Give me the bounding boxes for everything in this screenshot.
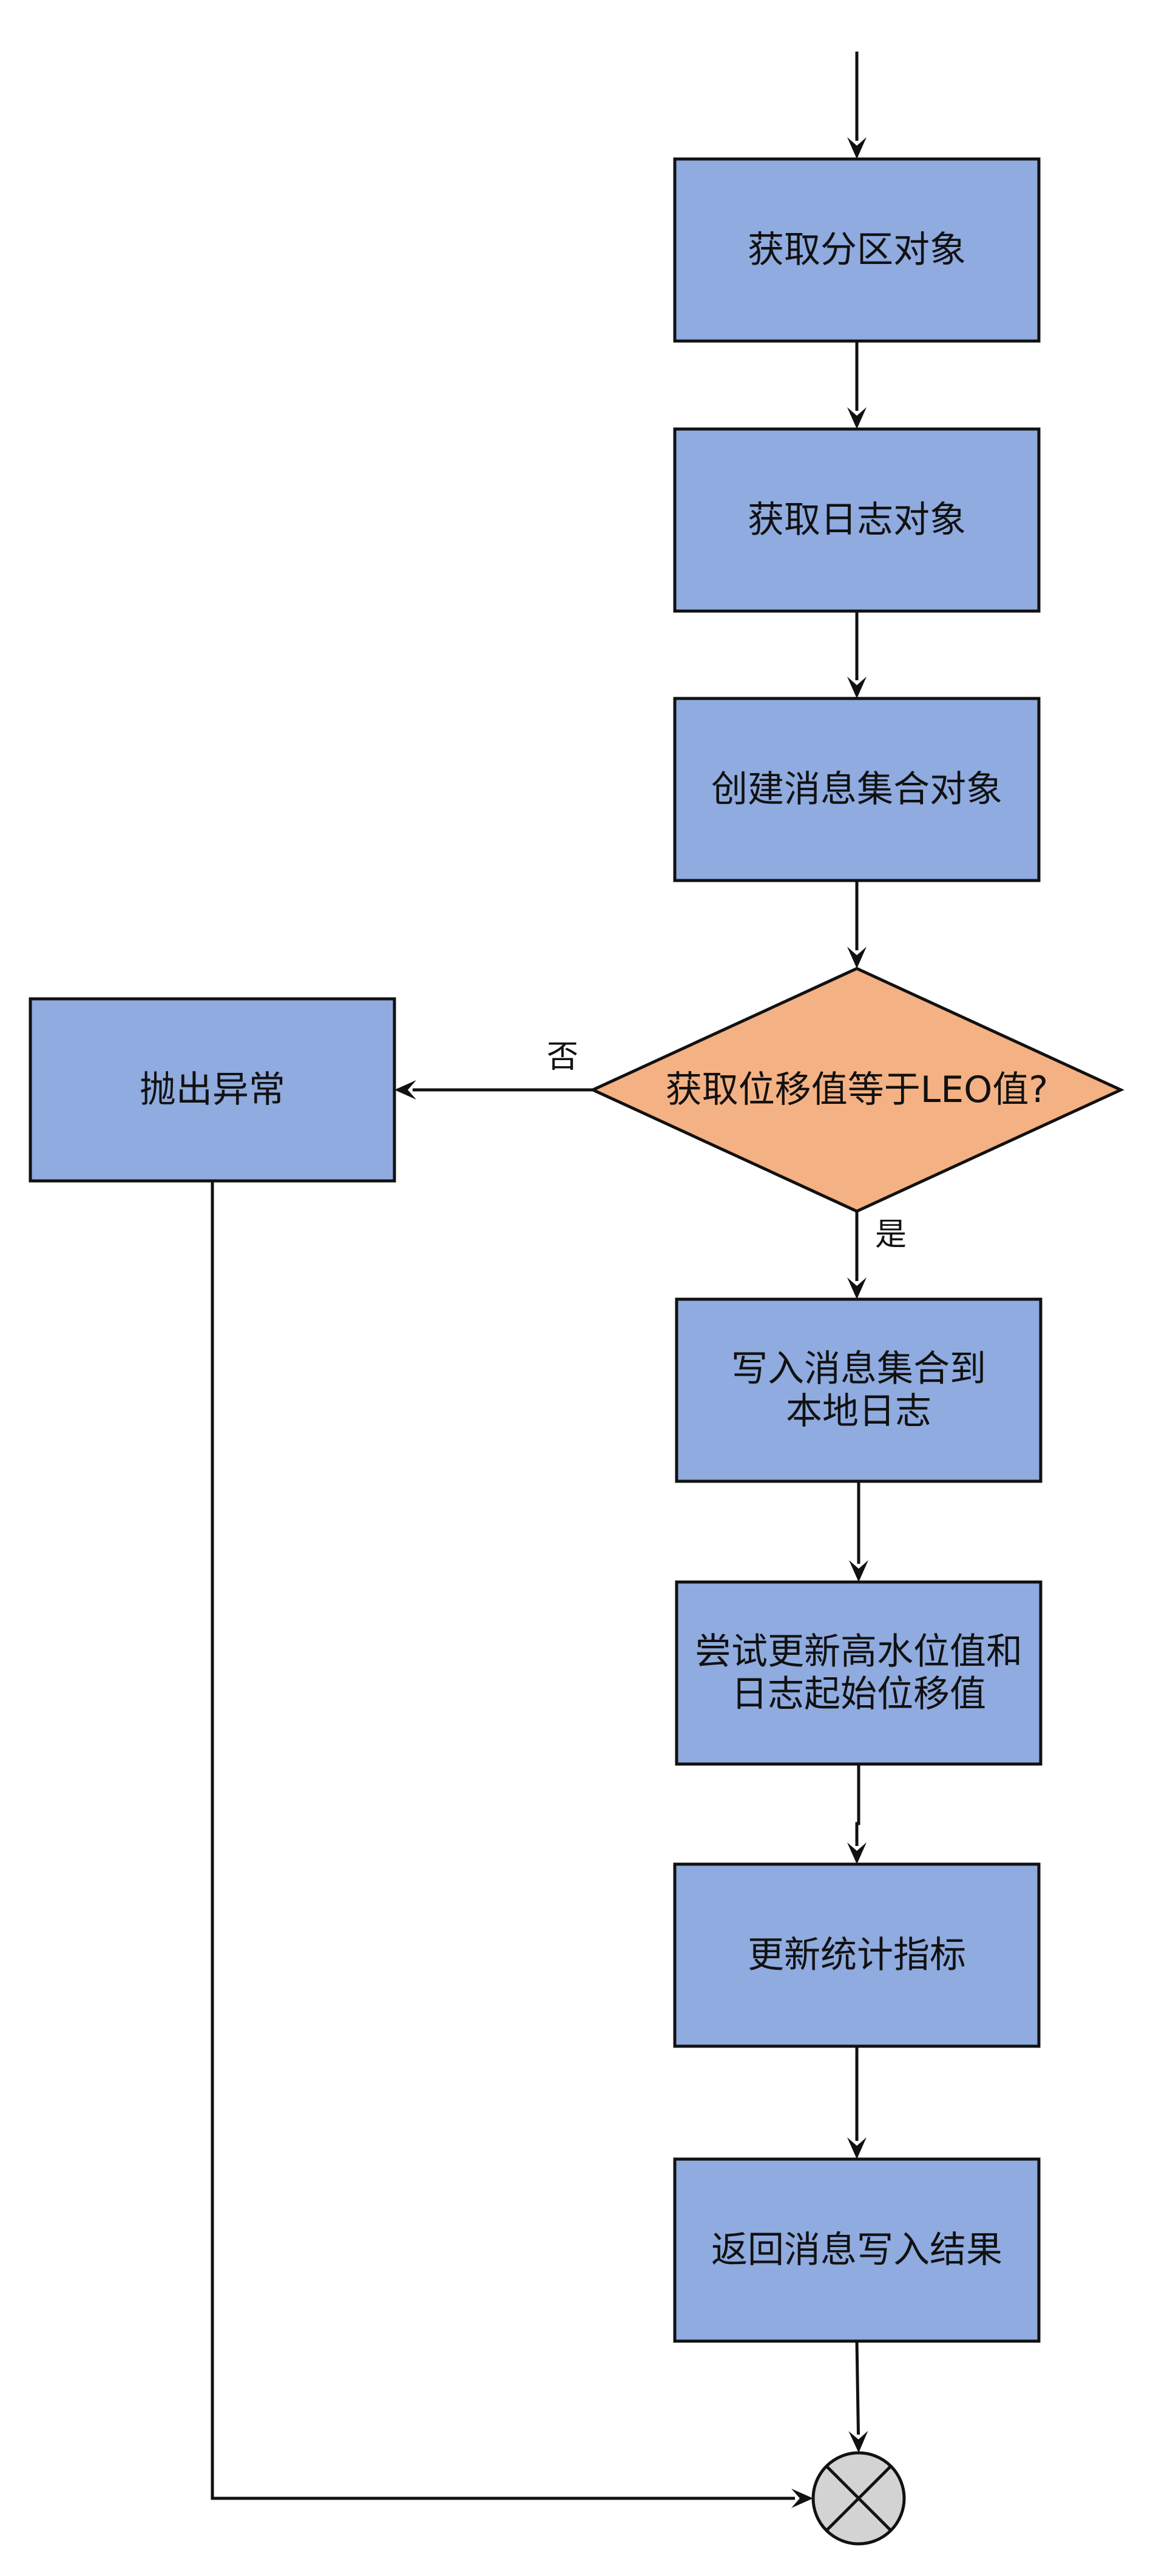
process-box — [29, 997, 396, 1183]
edge-throw-exception-to-end — [211, 1181, 813, 2508]
node-label: 写入消息集合到 — [731, 1348, 986, 1390]
process-box — [675, 1297, 1043, 1483]
arrow-head — [847, 2137, 867, 2159]
node-throw-exception: 抛出异常 — [29, 997, 396, 1183]
node-label: 获取日志对象 — [748, 499, 966, 541]
process-box — [673, 2157, 1041, 2343]
arrow-head — [849, 1560, 868, 1582]
node-get-partition: 获取分区对象 — [673, 157, 1041, 343]
node-label: 日志起始位移值 — [731, 1673, 986, 1716]
arrow-head — [791, 2489, 813, 2508]
edge-label: 否 — [547, 1039, 578, 1075]
node-return-result: 返回消息写入结果 — [673, 2157, 1041, 2343]
node-update-metrics: 更新统计指标 — [673, 1862, 1041, 2048]
node-label: 返回消息写入结果 — [711, 2229, 1002, 2271]
process-box — [673, 427, 1041, 613]
edge-line — [855, 2341, 860, 2435]
node-label: 更新统计指标 — [748, 1934, 966, 1976]
edge-update-hw-to-update-metrics — [847, 1764, 867, 1864]
process-box — [675, 1580, 1043, 1766]
edge-update-metrics-to-return-result — [847, 2046, 867, 2159]
edge-get-partition-to-get-log — [847, 341, 867, 429]
node-label: 尝试更新高水位值和 — [695, 1631, 1022, 1673]
node-label: 创建消息集合对象 — [711, 768, 1002, 811]
arrow-head — [847, 137, 867, 159]
node-end — [811, 2451, 906, 2546]
arrow-head — [847, 407, 867, 429]
edge-line — [211, 1181, 795, 2500]
edge-line — [855, 1764, 860, 1846]
arrow-head — [847, 1277, 867, 1299]
edges-layer: 否是 — [211, 52, 907, 2508]
node-label: 获取分区对象 — [748, 229, 966, 271]
node-check-leo: 获取位移值等于LEO值? — [589, 967, 1124, 1213]
arrow-head — [847, 1842, 867, 1864]
decision-diamond — [589, 967, 1124, 1213]
node-label: 获取位移值等于LEO值? — [666, 1069, 1048, 1111]
arrow-head — [394, 1080, 416, 1100]
node-label: 本地日志 — [786, 1390, 931, 1433]
edge-check-leo-to-write-local-log: 是 — [847, 1211, 907, 1299]
node-get-log: 获取日志对象 — [673, 427, 1041, 613]
process-box — [673, 1862, 1041, 2048]
edge-check-leo-to-throw-exception: 否 — [394, 1039, 593, 1100]
edge-label: 是 — [875, 1217, 907, 1253]
arrow-head — [847, 677, 867, 698]
node-create-msgset: 创建消息集合对象 — [673, 697, 1041, 882]
arrow-head — [847, 947, 867, 969]
end-cross-line — [825, 2465, 892, 2532]
edge-get-log-to-create-msgset — [847, 611, 867, 698]
edge-return-result-to-end — [848, 2341, 868, 2453]
edge-create-msgset-to-check-leo — [847, 881, 867, 969]
edge-write-local-log-to-update-hw — [849, 1481, 868, 1582]
node-label: 抛出异常 — [140, 1069, 285, 1111]
process-box — [673, 697, 1041, 882]
process-box — [673, 157, 1041, 343]
edge-start-to-get-partition — [847, 52, 867, 159]
arrow-head — [848, 2430, 868, 2453]
